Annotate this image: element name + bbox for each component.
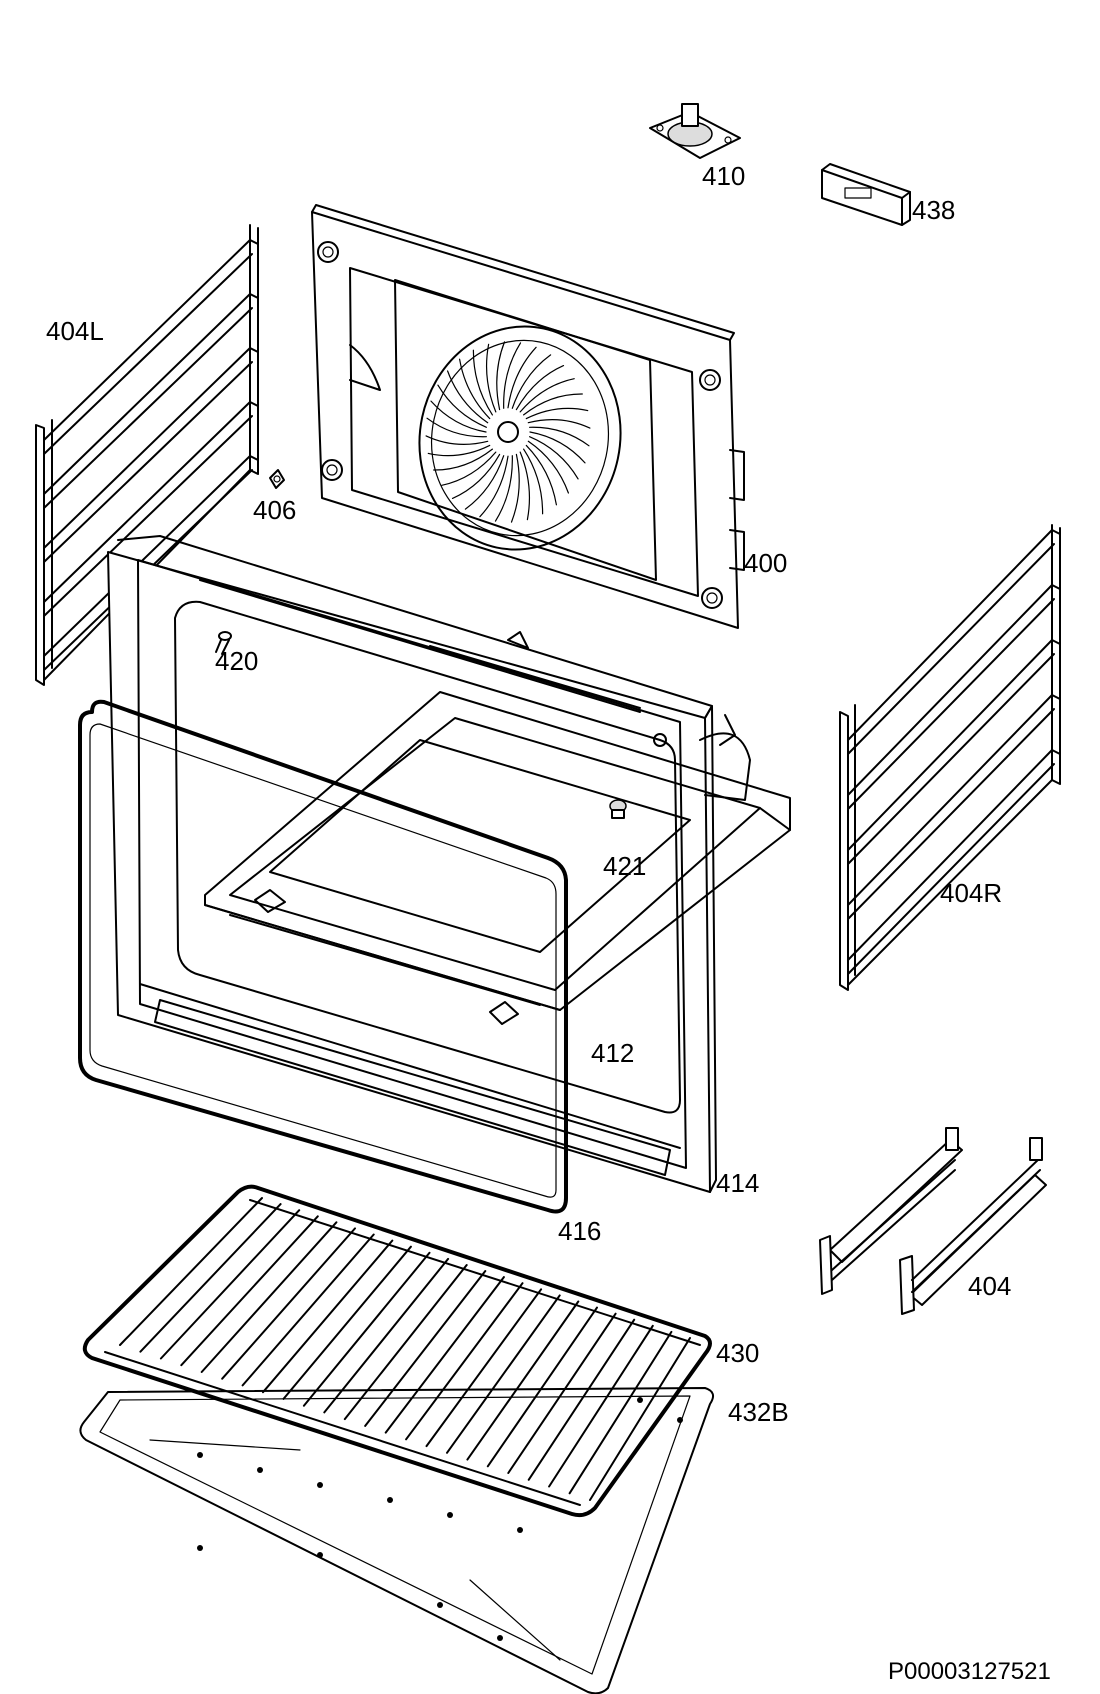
part-label-416: 416 [558, 1216, 602, 1246]
part-406-drawing [269, 469, 285, 489]
part-label-414: 414 [716, 1168, 760, 1198]
part-label-400: 400 [744, 548, 788, 578]
part-label-430: 430 [716, 1338, 760, 1368]
part-404L-drawing [35, 224, 259, 686]
part-label-410: 410 [702, 161, 746, 191]
part-404R-drawing [839, 524, 1061, 991]
part-label-404R: 404R [940, 878, 1003, 908]
part-412-drawing [204, 691, 791, 1025]
part-label-412: 412 [591, 1038, 635, 1068]
part-438-drawing [821, 163, 911, 226]
part-414-drawing [107, 535, 751, 1193]
part-label-404: 404 [968, 1271, 1012, 1301]
part-label-421: 421 [603, 851, 647, 881]
part-400-drawing [311, 204, 745, 629]
part-430-drawing [82, 1184, 712, 1518]
part-420-drawing [215, 631, 232, 655]
document-id: P00003127521 [888, 1658, 1051, 1685]
part-432B-drawing [79, 1387, 715, 1694]
part-421-drawing [609, 799, 627, 819]
part-label-432B: 432B [728, 1397, 789, 1427]
part-416-drawing [78, 699, 568, 1214]
part-label-404L: 404L [46, 316, 104, 346]
part-410-drawing [649, 103, 741, 159]
part-label-406: 406 [253, 495, 297, 525]
part-label-420: 420 [215, 646, 259, 676]
part-404-drawing [819, 1127, 1047, 1315]
part-label-438: 438 [912, 195, 956, 225]
